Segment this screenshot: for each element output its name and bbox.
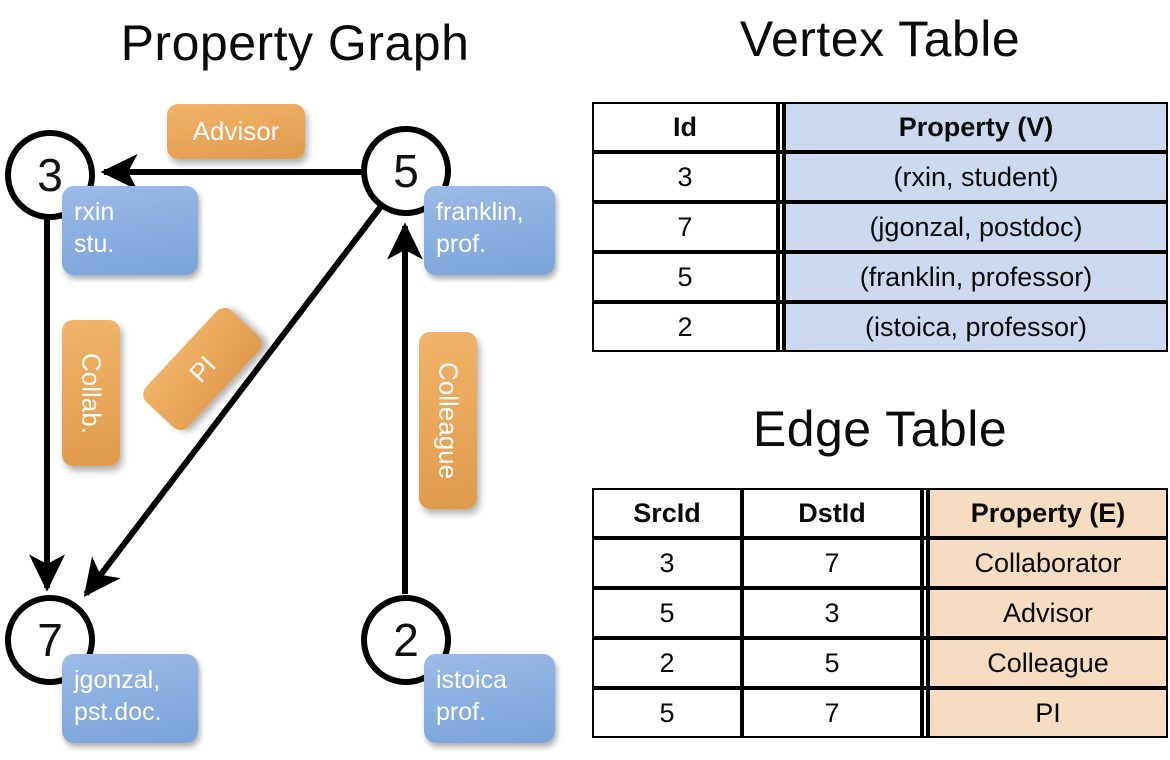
table-row[interactable]: 3 7 Collaborator [592, 538, 1168, 588]
vertex-property-box-3[interactable]: rxin stu. [62, 186, 198, 275]
edge-label-colleague-text: Colleague [433, 361, 464, 480]
graph-node-2-label: 2 [393, 614, 419, 666]
column-gap [778, 152, 784, 202]
column-gap [922, 688, 928, 738]
vertex-table-header-row: Id Property (V) [592, 102, 1168, 152]
vertex-property-line-2: prof. [436, 230, 487, 258]
graph-edges-svg [29, 154, 423, 597]
edge-label-advisor[interactable]: Advisor [167, 104, 305, 159]
vertex-property-line-1: jgonzal, [74, 666, 161, 694]
vertex-table: Id Property (V) 3 (rxin, student) 7 (jgo… [592, 102, 1168, 352]
graph-node-5[interactable]: 5 [361, 126, 451, 216]
graph-node-3-label: 3 [37, 149, 63, 201]
edge-property-cell: Advisor [928, 588, 1168, 638]
table-row[interactable]: 5 (franklin, professor) [592, 252, 1168, 302]
vertex-table-header-property: Property (V) [784, 102, 1168, 152]
vertex-property-box-7[interactable]: jgonzal, pst.doc. [62, 654, 198, 743]
table-row[interactable]: 7 (jgonzal, postdoc) [592, 202, 1168, 252]
page-title-property-graph: Property Graph [120, 15, 470, 71]
table-row[interactable]: 3 (rxin, student) [592, 152, 1168, 202]
edge-src-cell: 3 [592, 538, 742, 588]
graph-node-2[interactable]: 2 [361, 595, 451, 685]
edge-dst-cell: 3 [742, 588, 922, 638]
edge-property-cell: Collaborator [928, 538, 1168, 588]
vertex-id-cell: 2 [592, 302, 778, 352]
edge-table-header-dstid: DstId [742, 488, 922, 538]
edge-label-collab[interactable]: Collab. [62, 320, 120, 466]
column-gap [922, 588, 928, 638]
vertex-property-box-2[interactable]: istoica prof. [424, 654, 555, 743]
edge-dst-cell: 7 [742, 688, 922, 738]
column-gap [778, 302, 784, 352]
vertex-table-header-id: Id [592, 102, 778, 152]
vertex-property-line-1: istoica [436, 666, 507, 694]
edge-src-cell: 5 [592, 588, 742, 638]
vertex-property-cell: (jgonzal, postdoc) [784, 202, 1168, 252]
vertex-id-cell: 3 [592, 152, 778, 202]
edge-src-cell: 5 [592, 688, 742, 738]
edge-property-cell: PI [928, 688, 1168, 738]
vertex-property-line-1: rxin [74, 198, 115, 226]
table-row[interactable]: 2 5 Colleague [592, 638, 1168, 688]
edge-label-pi-text: PI [182, 349, 222, 388]
edge-dst-cell: 5 [742, 638, 922, 688]
vertex-property-line-1: franklin, [436, 198, 524, 226]
vertex-property-line-2: prof. [436, 698, 487, 726]
edge-label-colleague[interactable]: Colleague [419, 332, 477, 509]
column-gap [922, 638, 928, 688]
edge-table-header-property: Property (E) [928, 488, 1168, 538]
edge-label-advisor-text: Advisor [192, 116, 280, 146]
table-row[interactable]: 5 3 Advisor [592, 588, 1168, 638]
column-gap [778, 252, 784, 302]
edge-table-header-srcid: SrcId [592, 488, 742, 538]
edge-arrow-5-to-7 [83, 203, 385, 597]
table-row[interactable]: 5 7 PI [592, 688, 1168, 738]
column-gap [922, 488, 928, 538]
vertex-property-box-5[interactable]: franklin, prof. [424, 186, 555, 275]
table-row[interactable]: 2 (istoica, professor) [592, 302, 1168, 352]
property-graph-diagram: 3 5 7 2 rxin stu. franklin, prof. jgonza… [5, 104, 555, 743]
edge-property-cell: Colleague [928, 638, 1168, 688]
page-title-vertex-table: Vertex Table [739, 11, 1021, 67]
edge-dst-cell: 7 [742, 538, 922, 588]
vertex-id-cell: 7 [592, 202, 778, 252]
vertex-property-cell: (franklin, professor) [784, 252, 1168, 302]
vertex-property-line-2: stu. [74, 230, 115, 258]
graph-node-7-label: 7 [37, 614, 63, 666]
page-title-edge-table: Edge Table [752, 401, 1008, 457]
column-gap [778, 102, 784, 152]
vertex-property-line-2: pst.doc. [74, 698, 162, 726]
vertex-id-cell: 5 [592, 252, 778, 302]
edge-table: SrcId DstId Property (E) 3 7 Collaborato… [592, 488, 1168, 738]
column-gap [778, 202, 784, 252]
edge-label-collab-text: Collab. [76, 352, 107, 434]
edge-table-header-row: SrcId DstId Property (E) [592, 488, 1168, 538]
edge-src-cell: 2 [592, 638, 742, 688]
graph-node-5-label: 5 [393, 145, 419, 197]
vertex-property-cell: (istoica, professor) [784, 302, 1168, 352]
vertex-property-cell: (rxin, student) [784, 152, 1168, 202]
column-gap [922, 538, 928, 588]
